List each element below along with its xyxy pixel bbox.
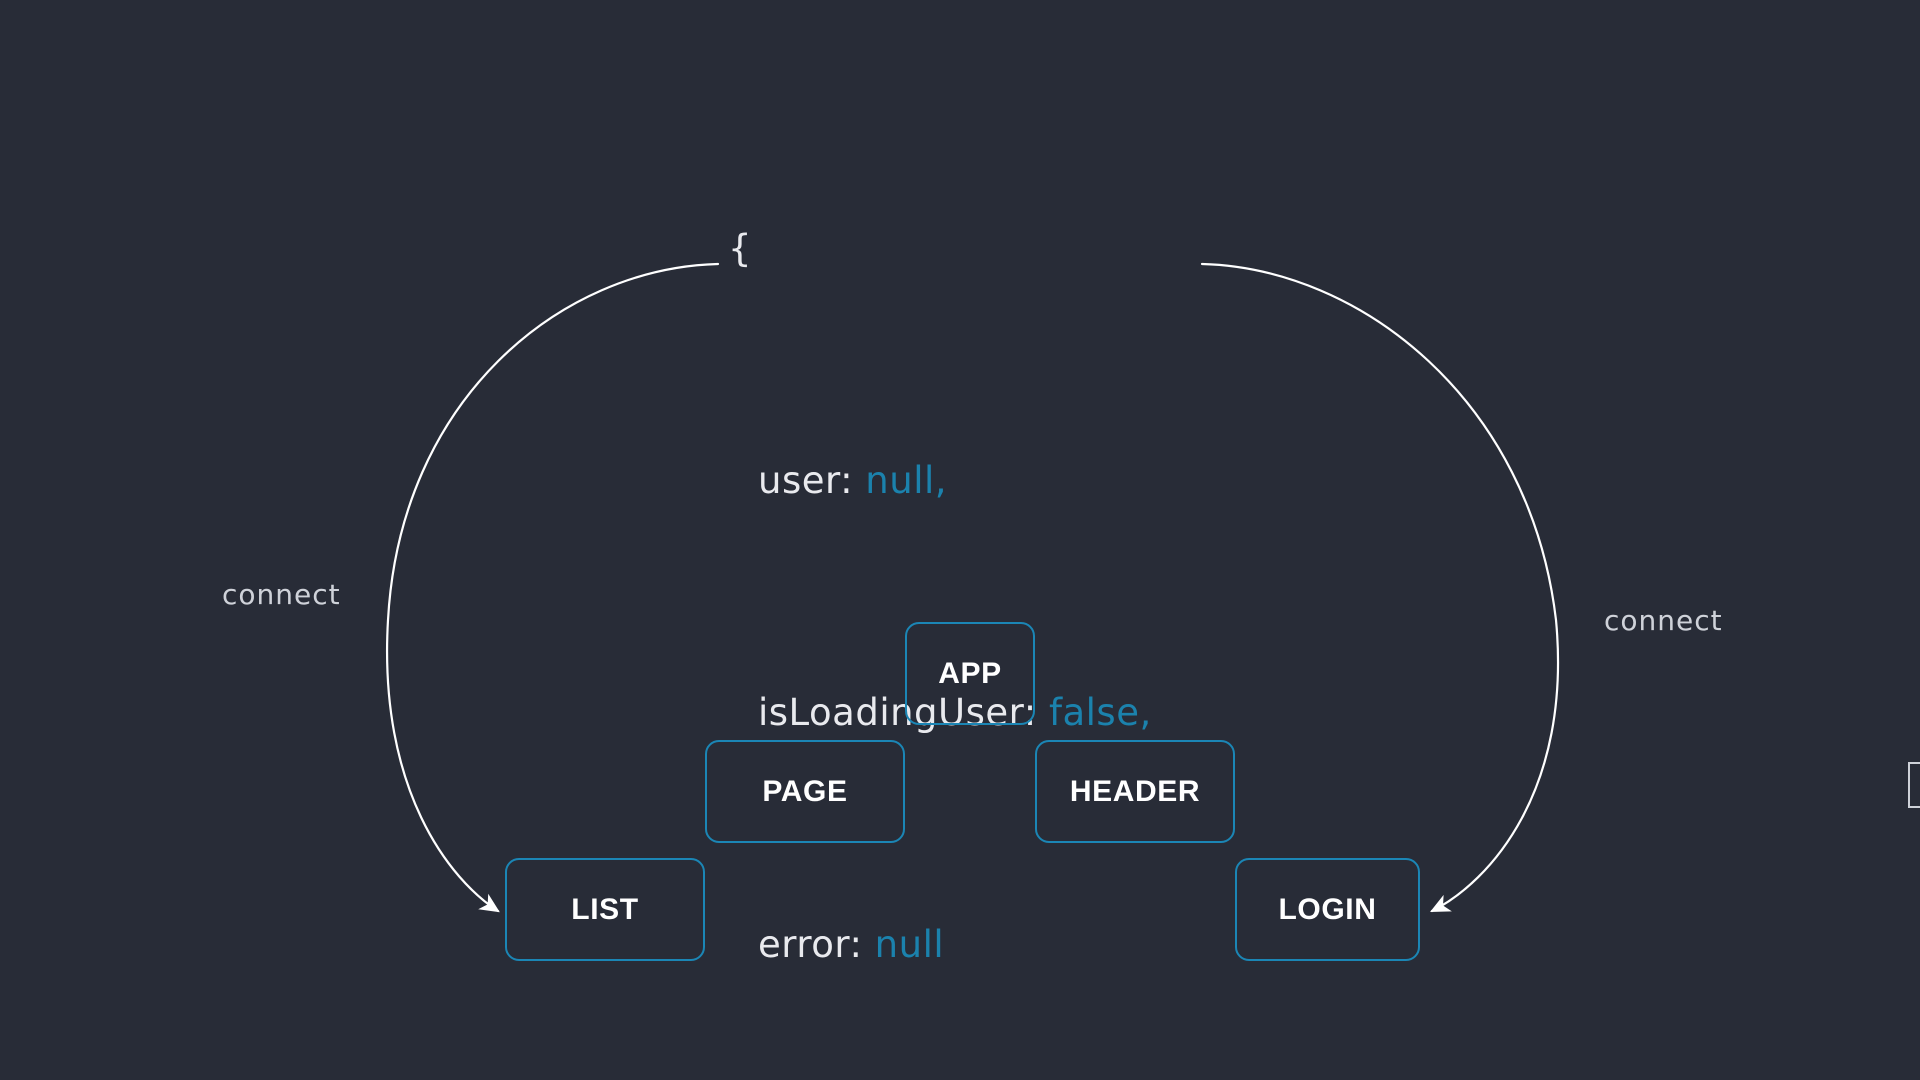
component-node-list[interactable]: LIST: [505, 858, 705, 961]
component-node-label: PAGE: [762, 774, 848, 808]
component-node-label: HEADER: [1069, 774, 1201, 808]
component-node-login[interactable]: LOGIN: [1235, 858, 1420, 961]
connect-label-right: connect: [1604, 604, 1723, 637]
component-node-page[interactable]: PAGE: [705, 740, 905, 843]
state-value-isloadinguser: false: [1048, 691, 1140, 734]
component-node-label: LOGIN: [1278, 892, 1377, 926]
connect-label-left: connect: [222, 578, 341, 611]
component-node-app[interactable]: APP: [905, 622, 1035, 725]
state-value-user: null: [865, 459, 935, 502]
state-key-user: user: [758, 459, 841, 502]
state-separator: :: [849, 923, 875, 966]
state-value-error: null: [874, 923, 945, 966]
state-entry-user: user: null,: [728, 452, 1152, 510]
state-entry-error: error: null: [728, 916, 1152, 974]
state-comma: ,: [1139, 691, 1152, 734]
state-key-isloadinguser: isLoadingUser: [758, 691, 1024, 734]
component-node-label: LIST: [571, 892, 639, 926]
state-key-error: error: [758, 923, 850, 966]
state-open-brace: {: [728, 227, 753, 270]
state-object-literal: { user: null, isLoadingUser: false, erro…: [728, 104, 1152, 1080]
component-node-label: APP: [938, 656, 1002, 690]
component-node-header[interactable]: HEADER: [1035, 740, 1235, 843]
state-comma: ,: [934, 459, 948, 502]
clipped-edge-glyph: [1908, 762, 1920, 808]
connect-arc-right: [1200, 262, 1560, 913]
state-separator: :: [840, 459, 866, 502]
connect-arc-left: [385, 262, 720, 913]
